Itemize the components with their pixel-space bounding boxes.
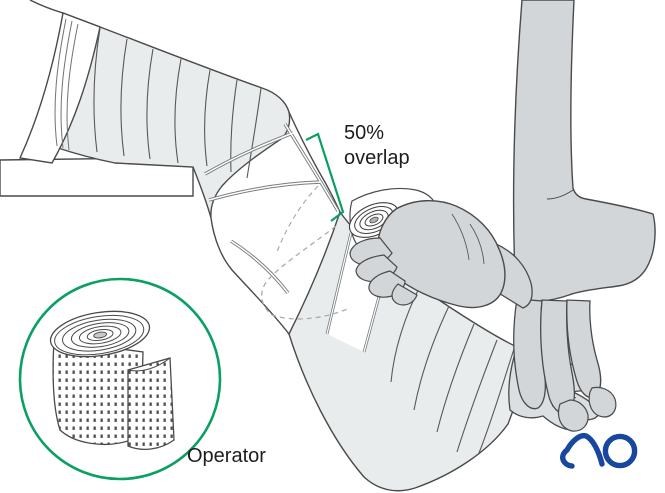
ao-logo xyxy=(560,432,638,469)
overlap-annotation: 50% overlap xyxy=(344,121,410,171)
hidden-wrap-dashed-path xyxy=(261,225,351,320)
palm-lines xyxy=(451,213,485,265)
overlap-line2: overlap xyxy=(344,147,410,169)
wrist-crease xyxy=(546,189,574,200)
overlap-line1: 50% xyxy=(344,122,385,144)
operator-label: Operator xyxy=(187,445,266,467)
ao-logo-a xyxy=(560,432,605,469)
hidden-wrap-dashed-path-2 xyxy=(276,185,319,253)
elbow-bandage-edges xyxy=(204,123,340,295)
upper-arm-wrap-lines xyxy=(93,27,262,179)
legend-roll-spiral-face xyxy=(49,310,151,358)
overlap-bracket xyxy=(305,132,345,222)
shoulder-line xyxy=(29,0,64,14)
bandage-start-edges xyxy=(54,18,79,151)
operator-wrist-stub xyxy=(495,242,533,309)
ao-logo-o xyxy=(602,433,638,469)
operator-hand-holding-roll xyxy=(348,187,533,309)
operator-arm xyxy=(512,0,656,432)
operator-fingertip-1 xyxy=(557,399,589,432)
shirt-sleeve xyxy=(18,0,101,164)
grip-thumb xyxy=(391,283,418,306)
bandage-roll-legend xyxy=(49,310,175,451)
operator-fingertip-2 xyxy=(588,386,617,418)
flap-fold-line xyxy=(127,357,171,372)
